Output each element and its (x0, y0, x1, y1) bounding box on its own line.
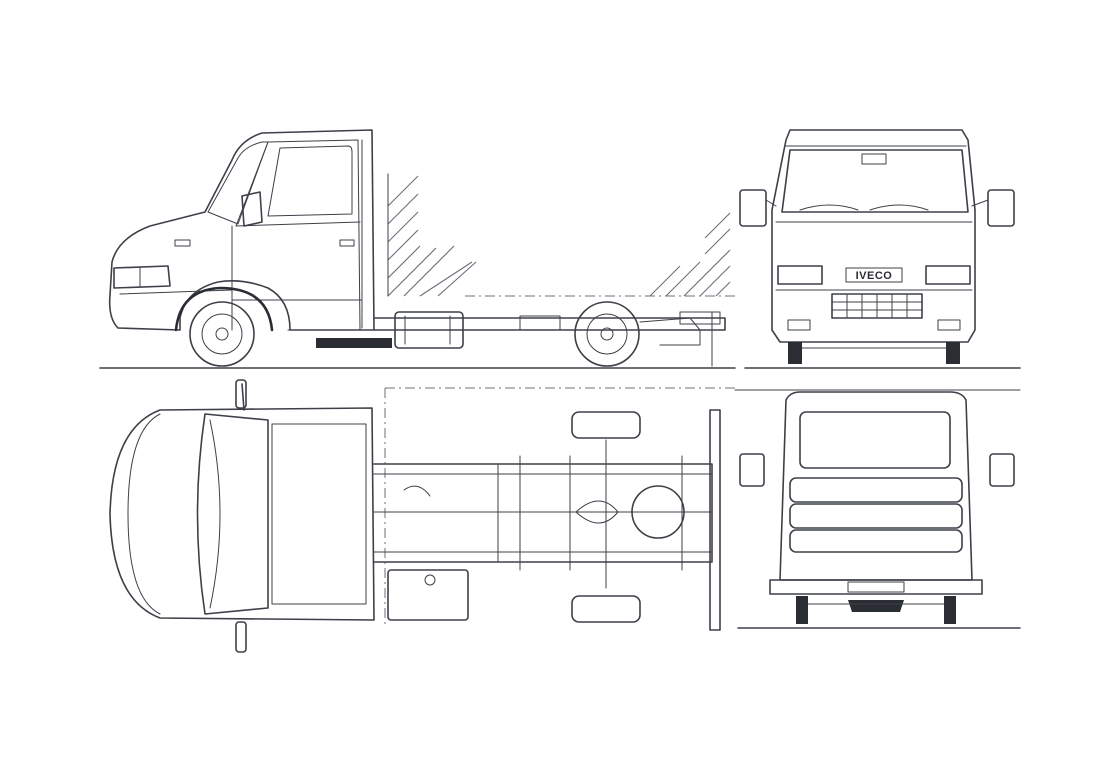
rear-right-tyre (944, 596, 956, 624)
brand-badge-frame (845, 267, 903, 283)
rear-view-mirror (861, 153, 887, 165)
front-left-mirror-icon (739, 189, 767, 227)
rear-differential (848, 600, 904, 612)
front-left-mirror-arm (765, 199, 777, 207)
top-fuel-tank (387, 569, 469, 621)
windscreen (207, 141, 269, 225)
rear-left-mirror-icon (739, 453, 765, 487)
rear-window (799, 411, 951, 469)
chassis-bracket (519, 315, 561, 331)
front-right-mirror-arm (971, 199, 989, 207)
front-left-tyre (788, 342, 802, 364)
top-view (109, 379, 721, 653)
top-chassis-frame (373, 463, 713, 563)
rear-wheel-rim (586, 313, 628, 355)
top-left-mirror-icon (241, 383, 245, 411)
front-wheel-rim (201, 313, 243, 355)
door-outline (235, 139, 361, 331)
top-roof (271, 423, 367, 605)
fuel-tank (394, 311, 464, 349)
front-windscreen (781, 149, 969, 213)
rear-panel-rib-2 (789, 503, 963, 529)
side-indicator (174, 239, 191, 247)
front-left-fog-light (787, 319, 811, 331)
rear-right-mirror-icon (989, 453, 1015, 487)
wiper-left (799, 204, 859, 211)
belt-line (235, 221, 361, 227)
cab-step (316, 338, 392, 348)
rear-wheel (574, 301, 640, 367)
fuel-cap (424, 574, 436, 586)
bumper-line (119, 289, 233, 295)
front-cab-outline (771, 129, 976, 343)
front-wheel-arch (174, 286, 274, 332)
top-roof-curve (209, 419, 221, 609)
front-right-tyre (946, 342, 960, 364)
front-wheel-hub (215, 327, 229, 341)
rear-bumper (769, 579, 983, 595)
top-hood (127, 413, 161, 615)
rear-bumper-bar (709, 409, 721, 631)
rear-suspension (639, 317, 701, 346)
brand-badge: IVECO (856, 270, 893, 282)
wiper-right (869, 204, 929, 211)
front-view: IVECO (739, 129, 1015, 364)
rear-crossmember (679, 311, 721, 325)
top-left-mirror-housing (235, 379, 247, 409)
front-right-headlight (925, 265, 971, 285)
top-windscreen (196, 413, 269, 615)
top-rear-wheel-upper (571, 411, 641, 439)
exhaust-pipe (403, 485, 431, 497)
cab-outline (108, 129, 375, 331)
licence-plate-area (847, 581, 905, 593)
door-handle (339, 239, 355, 247)
rear-panel-rib-3 (789, 529, 963, 553)
spare-wheel (631, 485, 685, 539)
rear-cab-outline (779, 391, 973, 581)
rear-wheel-hub (600, 327, 614, 341)
top-rear-wheel-lower (571, 595, 641, 623)
side-view (108, 129, 731, 367)
top-cab-outline (109, 407, 375, 621)
grille-slats (831, 293, 923, 319)
side-mirror-icon (241, 191, 263, 227)
rear-panel-rib-1 (789, 477, 963, 503)
rear-view (739, 391, 1015, 624)
front-right-fog-light (937, 319, 961, 331)
rear-left-tyre (796, 596, 808, 624)
reference-lines (99, 295, 1021, 629)
door-window (267, 145, 353, 217)
headlight (113, 265, 171, 289)
body-hatch-rear (649, 212, 731, 297)
differential (575, 500, 619, 524)
front-left-headlight (777, 265, 823, 285)
top-right-mirror-icon (235, 621, 247, 653)
front-wheel (189, 301, 255, 367)
body-hatch-front (387, 175, 477, 297)
front-right-mirror-icon (987, 189, 1015, 227)
